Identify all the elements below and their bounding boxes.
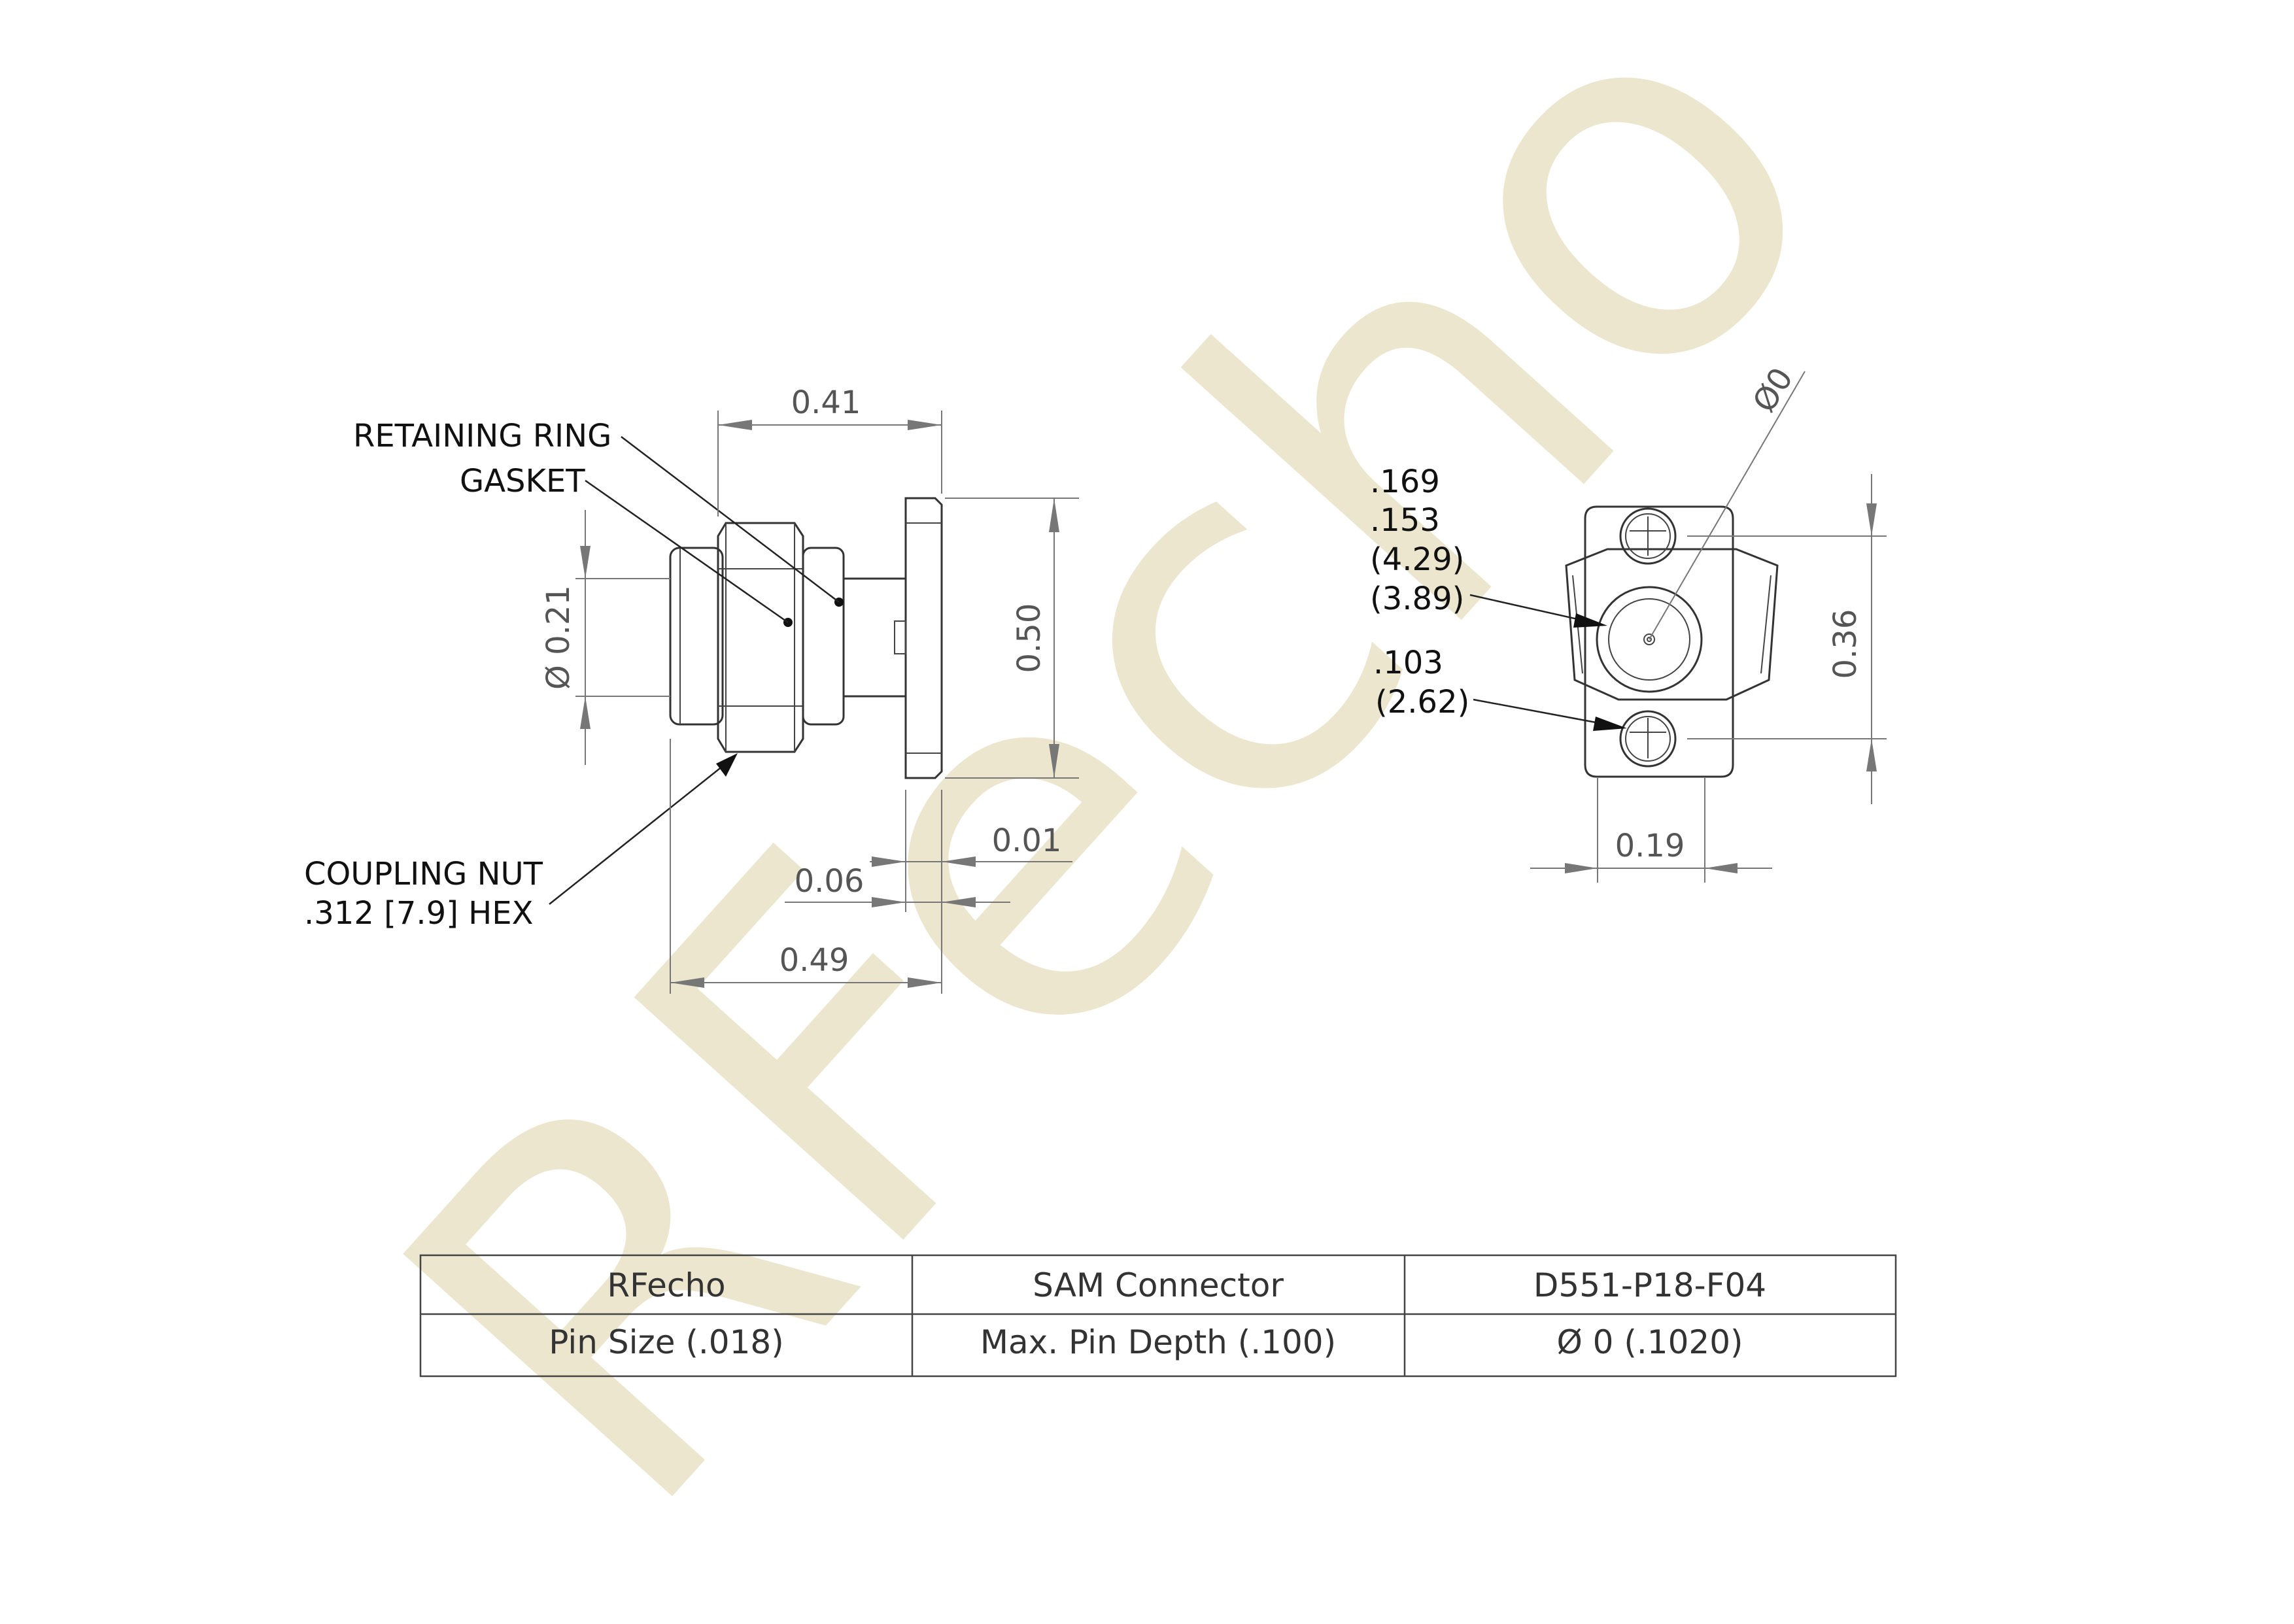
coupling-nut-hex-label: .312 [7.9] HEX: [304, 895, 533, 932]
coupling-nut-label: COUPLING NUT: [304, 856, 543, 892]
info-table: RFecho SAM Connector D551-P18-F04 Pin Si…: [419, 1254, 1897, 1378]
flange: [904, 497, 943, 779]
center-dielectric: [1596, 586, 1703, 693]
retaining-ring-label: RETAINING RING: [353, 418, 611, 454]
table-cell-r1-c0: Pin Size (.018): [549, 1323, 783, 1361]
rear-body: [669, 547, 724, 726]
side-view: RETAINING RING GASKET COUPLING NUT .312 …: [304, 384, 1079, 994]
table-cell-r1-c1: Max. Pin Depth (.100): [980, 1323, 1336, 1361]
dim-flange-gap: 0.01: [992, 822, 1062, 859]
mounting-hole-bottom: [1619, 710, 1677, 768]
dim-overall-bottom: 0.49: [779, 942, 849, 979]
dim-overall-top: 0.41: [791, 384, 861, 421]
gasket-label: GASKET: [460, 463, 585, 499]
dim-body-diameter: Ø 0.21: [540, 585, 577, 690]
dim-large-line4: (3.89): [1370, 581, 1464, 617]
table-cell-r1-c2: Ø 0 (.1020): [1556, 1323, 1743, 1361]
dim-large-line1: .169: [1370, 464, 1440, 500]
table-cell-r0-c0: RFecho: [607, 1266, 725, 1304]
dim-hole-width: 0.19: [1615, 828, 1685, 864]
dim-small-line1: .103: [1373, 645, 1443, 681]
dim-flange-thickness: 0.06: [795, 863, 865, 900]
mounting-hole-top: [1619, 507, 1677, 565]
dim-hole-height: 0.36: [1827, 609, 1864, 679]
end-hex-nut: [1565, 548, 1779, 701]
dim-large-line3: (4.29): [1370, 541, 1464, 578]
table-cell-r0-c2: D551-P18-F04: [1533, 1266, 1766, 1304]
dim-small-line2: (2.62): [1375, 684, 1469, 720]
dim-large-line2: .153: [1370, 502, 1440, 539]
dim-flange-height: 0.50: [1011, 603, 1048, 673]
end-view: Ø0 0.36 0.19 .169 .153 (4.29) (3.89) .10…: [1370, 362, 1887, 883]
end-flange: [1584, 505, 1734, 778]
coupling-nut: [717, 522, 804, 753]
table-cell-r0-c1: SAM Connector: [1033, 1266, 1284, 1304]
watermark-text: RFecho: [298, 0, 1933, 1611]
